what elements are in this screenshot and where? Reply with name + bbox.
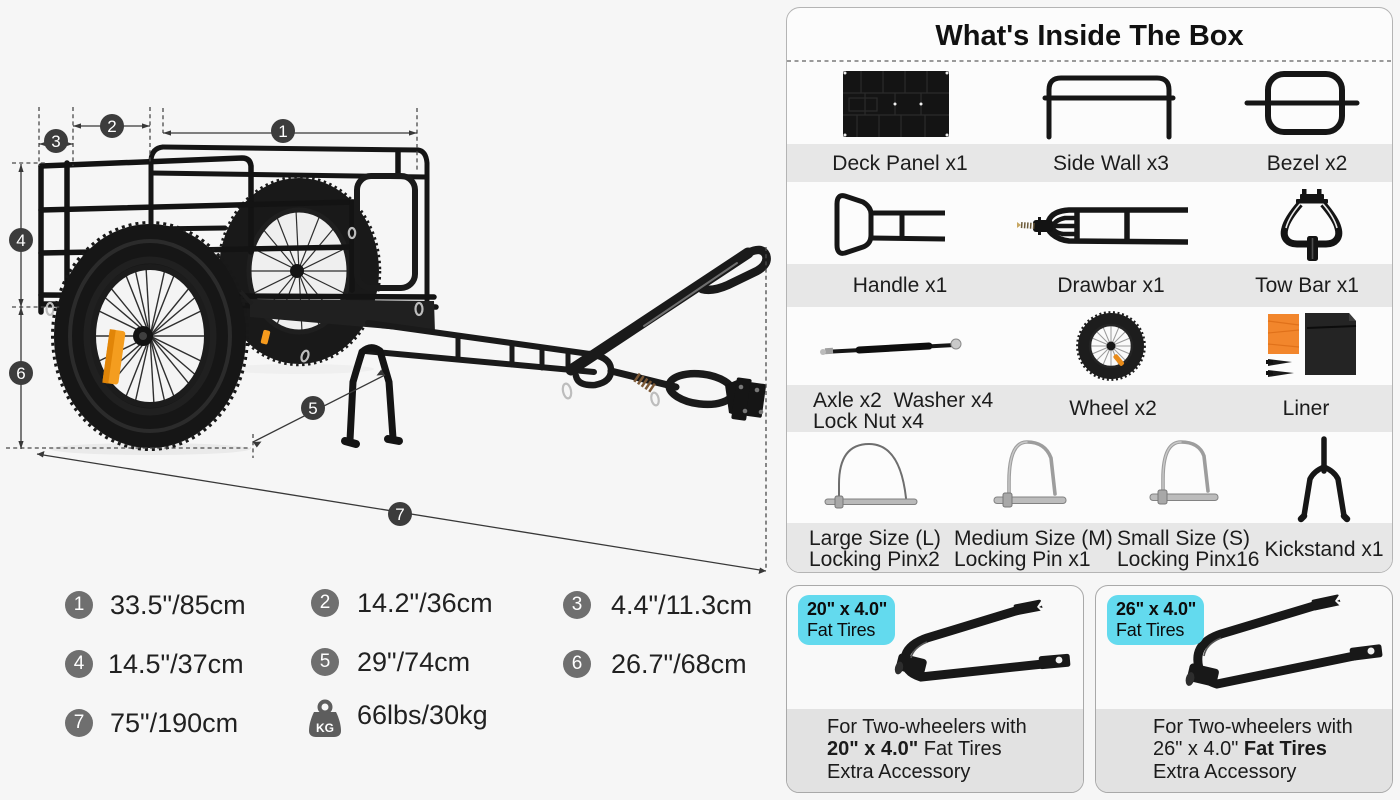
svg-text:4: 4	[16, 231, 25, 250]
svg-text:3: 3	[51, 132, 60, 151]
svg-text:5: 5	[308, 399, 317, 418]
svg-text:KG: KG	[316, 721, 334, 735]
svg-text:7: 7	[395, 505, 404, 524]
svg-text:6: 6	[16, 364, 25, 383]
svg-text:2: 2	[107, 117, 116, 136]
svg-text:1: 1	[278, 122, 287, 141]
